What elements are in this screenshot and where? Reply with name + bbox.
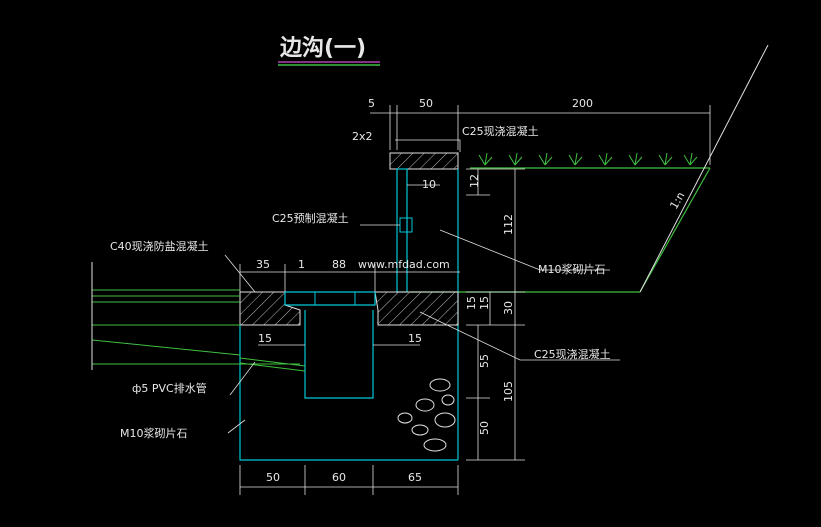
dim-bottom-50: 50 [266,471,280,484]
label-pvc-pipe: ф5 PVC排水管 [132,381,207,395]
slope-line-inner [639,167,711,293]
label-c25-cast-bottom: C25现浇混凝土 [534,347,611,361]
label-m10-left: M10浆砌片石 [120,426,188,440]
label-c25-cast-top: C25现浇混凝土 [462,124,539,138]
dim-h-15b: 15 [478,296,491,310]
dim-h-15a: 15 [465,296,478,310]
dim-h-105: 105 [502,381,515,402]
dim-top-200: 200 [572,97,593,110]
dim-gap-10: 10 [422,178,436,191]
leader-lines [224,139,620,434]
pvc-pipe [239,357,306,372]
dim-w-1: 1 [298,258,305,271]
label-c25-precast: C25预制混凝土 [272,211,349,225]
dim-top-5: 5 [368,97,375,110]
foundation [239,325,458,461]
dimension-lines [239,105,711,495]
c40-slab [239,291,301,326]
precast-joint [399,217,413,233]
dim-bottom-60: 60 [332,471,346,484]
dim-w-15-right: 15 [408,332,422,345]
riprap-stones [397,378,456,452]
grate [284,291,376,306]
pavement-layers [91,289,300,365]
dim-bottom-65: 65 [408,471,422,484]
dim-cap-2x2: 2x2 [352,130,373,143]
dim-h-12: 12 [468,174,481,188]
top-cap [389,152,459,170]
grass-icon [478,152,698,166]
watermark: www.mfdad.com [358,258,450,271]
drawing-title: 边沟(一) [279,35,366,61]
dim-h-55: 55 [478,354,491,368]
dim-h-50: 50 [478,421,491,435]
dim-top-50: 50 [419,97,433,110]
dim-w-35: 35 [256,258,270,271]
dim-w-88: 88 [332,258,346,271]
dim-h-112: 112 [502,214,515,235]
label-c40-cast: C40现浇防盐混凝土 [110,239,209,253]
dim-h-30: 30 [502,301,515,315]
c25-base-right [374,291,459,326]
dim-w-15-left: 15 [258,332,272,345]
slope-line-outer [639,44,769,293]
slope-label: 1:n [667,190,687,212]
trench [304,310,374,399]
precast-wall [396,168,408,293]
label-m10-right: M10浆砌片石 [538,262,606,276]
